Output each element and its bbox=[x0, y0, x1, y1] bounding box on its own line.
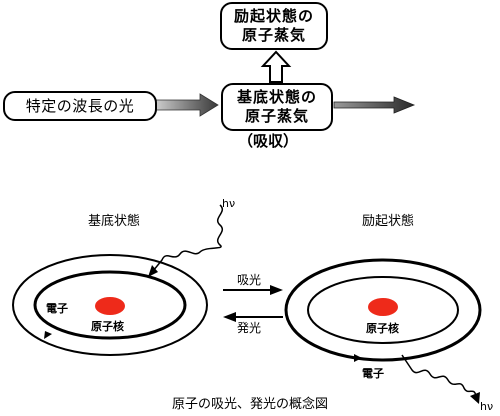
left-nucleus-label: 原子核 bbox=[91, 320, 124, 333]
ground-state-title: 基底状態 bbox=[88, 214, 141, 229]
ground-box-line2: 原子蒸気 bbox=[244, 107, 309, 125]
transmitted-light-arrow bbox=[333, 96, 416, 114]
photon-out-label: hν bbox=[480, 400, 494, 413]
right-outer-orbit bbox=[284, 258, 482, 362]
incident-light-arrow bbox=[154, 93, 219, 117]
left-electron-label: 電子 bbox=[46, 302, 68, 315]
incoming-photon-wave bbox=[148, 204, 223, 277]
excited-atom-vapor-box: 励起状態の 原子蒸気 bbox=[220, 2, 328, 50]
right-nucleus bbox=[368, 298, 398, 316]
light-box-text: 特定の波長の光 bbox=[25, 96, 135, 115]
absorption-caption: （吸収） bbox=[238, 132, 299, 150]
ground-atom-vapor-box: 基底状態の 原子蒸気 bbox=[221, 83, 333, 131]
excitation-arrow bbox=[260, 50, 292, 83]
left-nucleus bbox=[95, 297, 125, 315]
left-outer-orbit bbox=[12, 254, 208, 356]
photon-in-label: hν bbox=[222, 197, 236, 210]
right-inner-orbit bbox=[307, 276, 459, 344]
absorb-label: 吸光 bbox=[237, 273, 262, 287]
outgoing-photon-wave bbox=[401, 354, 480, 404]
excited-box-line1: 励起状態の bbox=[233, 7, 314, 25]
left-electron-arrow bbox=[44, 331, 52, 339]
right-electron-label: 電子 bbox=[362, 367, 384, 380]
figure-caption: 原子の吸光、発光の概念図 bbox=[172, 397, 329, 412]
excited-box-line2: 原子蒸気 bbox=[241, 26, 306, 44]
right-electron-arrow bbox=[354, 354, 362, 362]
emission-arrow bbox=[223, 312, 283, 322]
excited-state-title: 励起状態 bbox=[362, 214, 415, 229]
specific-wavelength-light-box: 特定の波長の光 bbox=[3, 91, 157, 121]
absorption-arrow bbox=[223, 285, 283, 295]
right-nucleus-label: 原子核 bbox=[366, 322, 399, 335]
emit-label: 発光 bbox=[237, 321, 262, 335]
ground-box-line1: 基底状態の bbox=[236, 88, 317, 106]
left-inner-orbit bbox=[33, 270, 187, 340]
